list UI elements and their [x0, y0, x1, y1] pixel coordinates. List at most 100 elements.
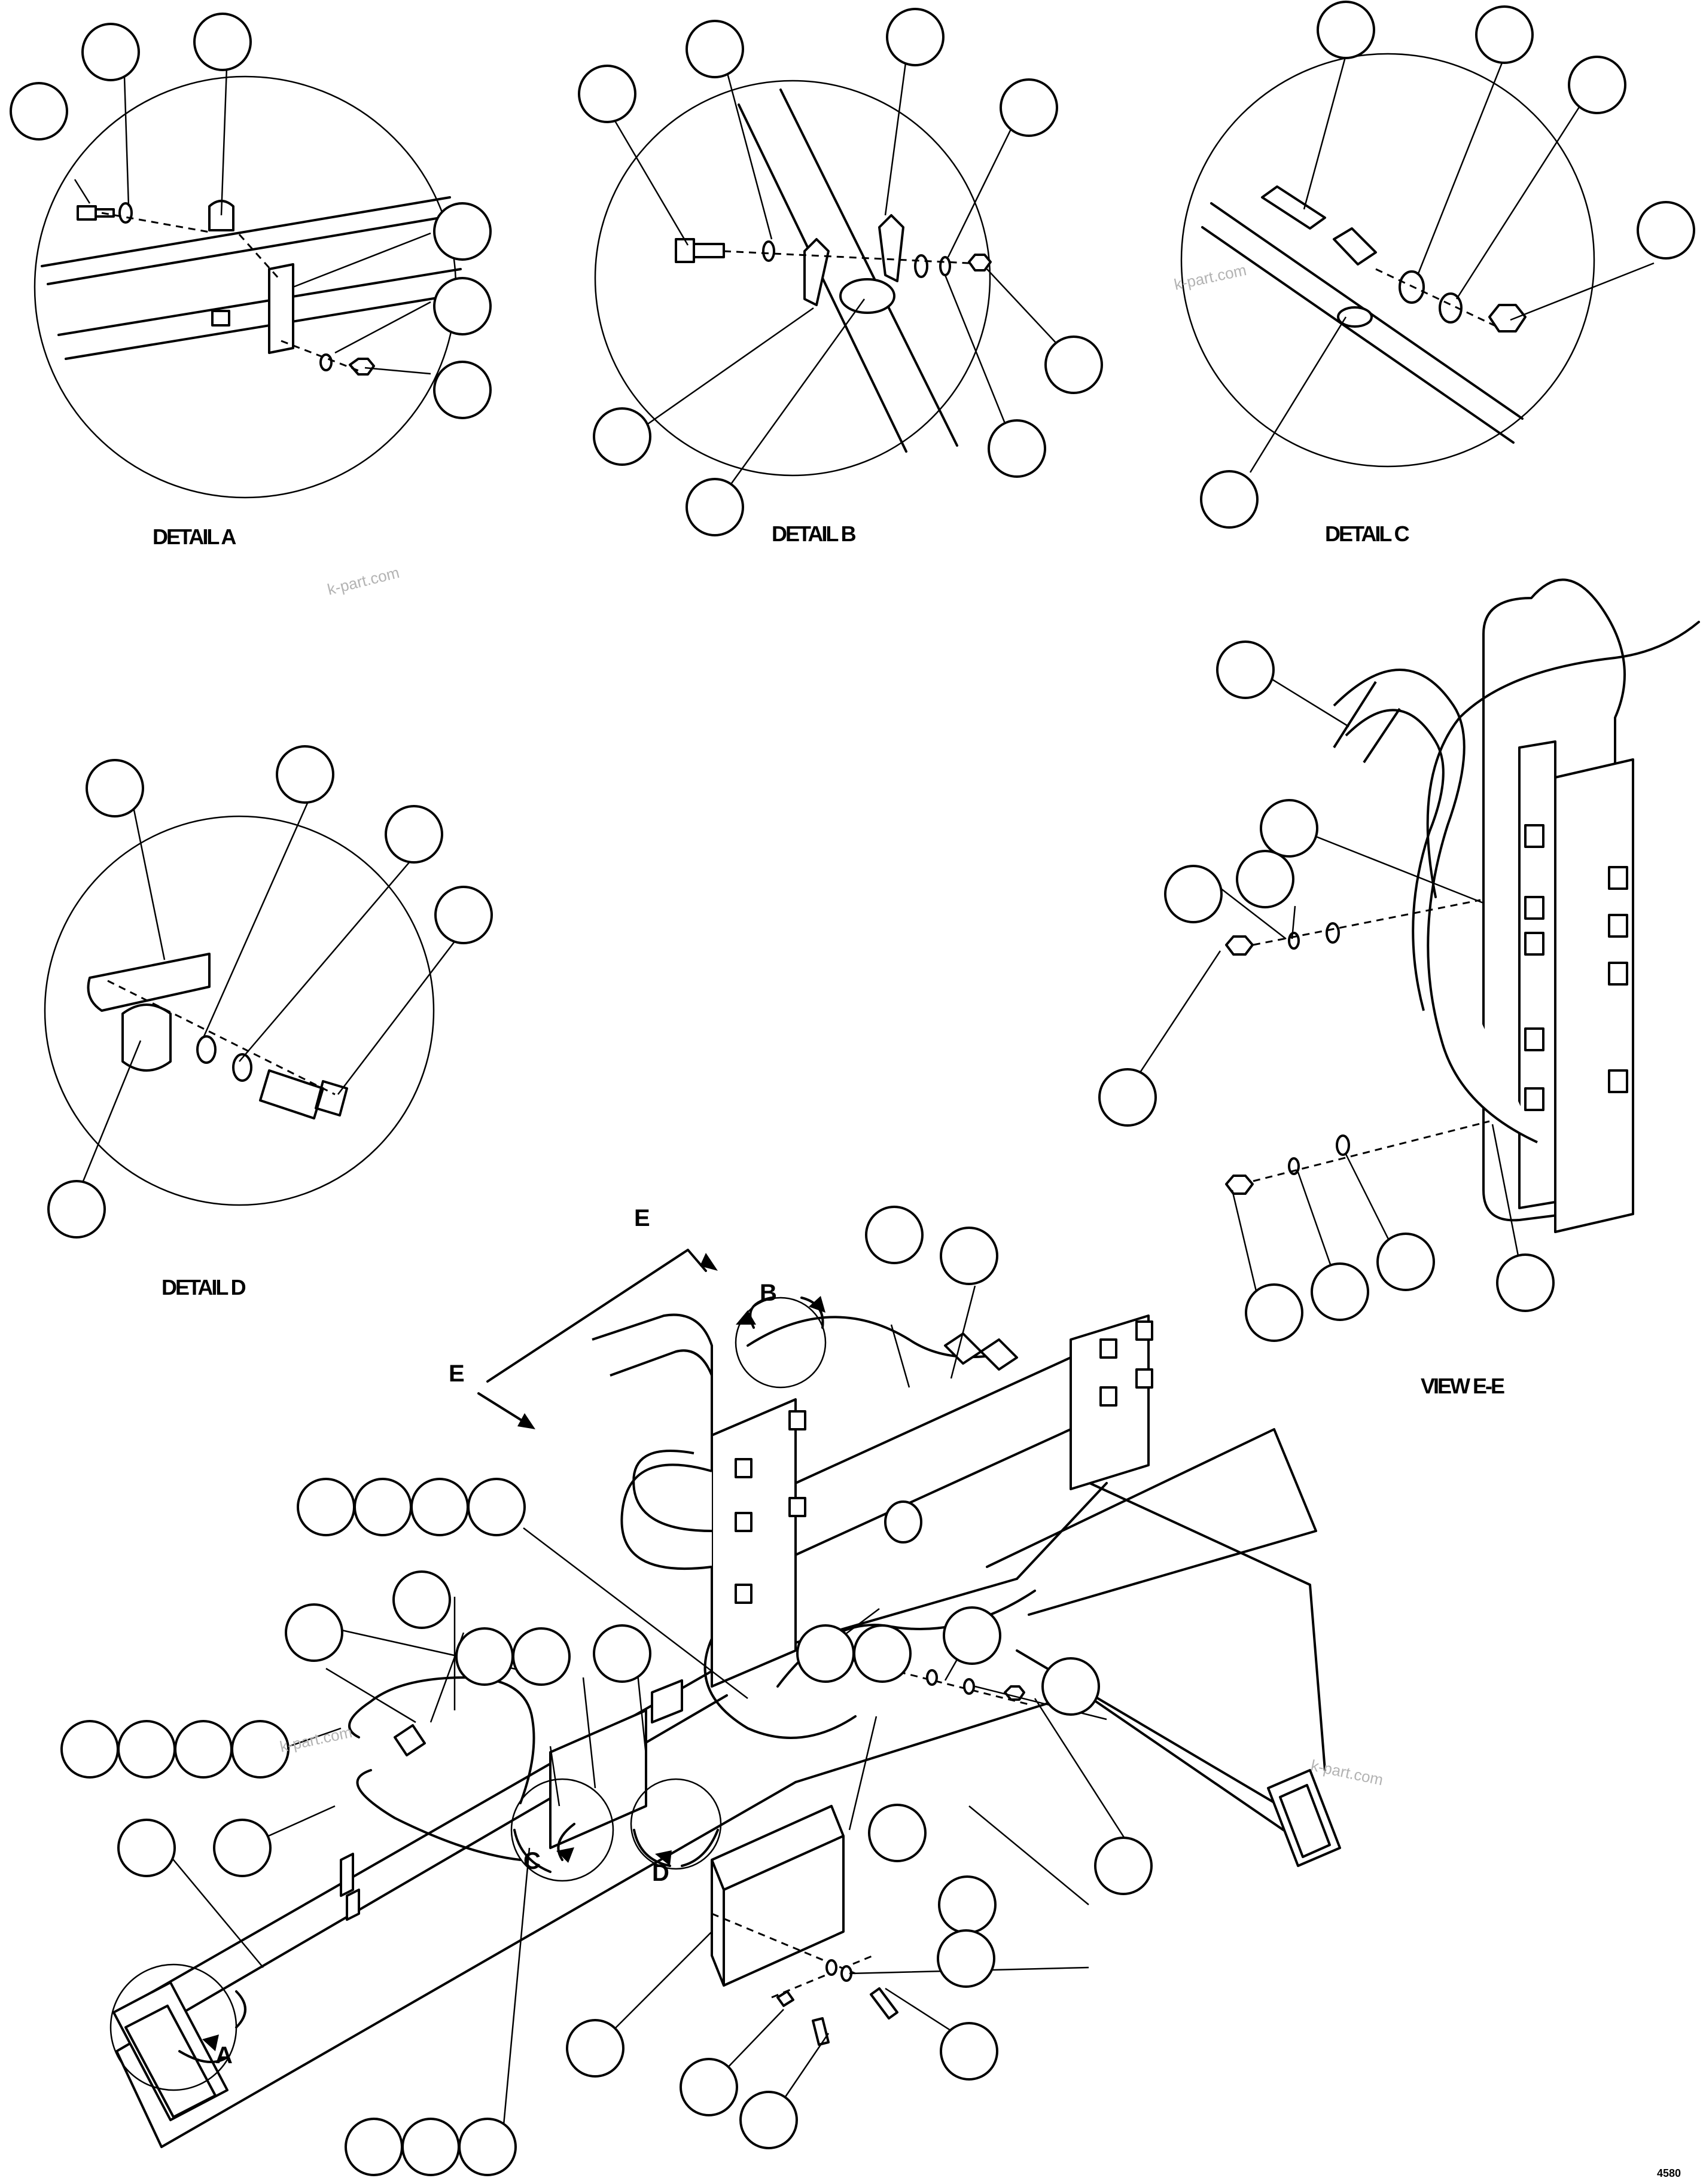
mount-plate-left [711, 1398, 797, 1688]
detail-d-upper-clamp [87, 953, 211, 1012]
callout-circle [1000, 78, 1058, 137]
callout-circle [434, 886, 493, 944]
relay-box [549, 1709, 647, 1849]
detail-a-circle [33, 75, 457, 499]
detail-c-bolt [1261, 185, 1326, 230]
main-assembly: E E B C D A [60, 1205, 1341, 2176]
callout-circle [1568, 56, 1626, 114]
hydraulic-hoses [592, 1313, 713, 1570]
detail-a-arrow [178, 1990, 246, 2063]
callout-circle [47, 1180, 106, 1239]
callout-circle [458, 2118, 517, 2176]
detail-a-label: DETAIL A [153, 524, 236, 549]
document-number: 4580 [1657, 2167, 1681, 2179]
detail-c-lockwasher [1439, 292, 1463, 324]
connector-socket [944, 1332, 1018, 1371]
detail-a-bolt [77, 205, 115, 221]
view-e-wire [1426, 621, 1700, 898]
watermark: k-part.com [1309, 1756, 1385, 1789]
main-detail-b-circle [735, 1297, 827, 1389]
section-letter-e-left: E [449, 1361, 465, 1387]
callout-circle [276, 745, 334, 804]
detail-b-washer [762, 240, 775, 262]
callout-circle [401, 2118, 460, 2176]
view-e-e: VIEW E-E [1098, 578, 1700, 1398]
callout-circle [1041, 1657, 1100, 1716]
callout-circle [796, 1624, 855, 1683]
callout-circle [1094, 1837, 1153, 1895]
callout-circle [467, 1478, 526, 1536]
callout-circle [686, 478, 744, 536]
callout-circle [213, 1819, 272, 1877]
watermark: k-part.com [278, 1723, 354, 1756]
detail-d: DETAIL D [44, 745, 493, 1300]
callout-circle [392, 1570, 451, 1629]
callout-circle [1236, 850, 1294, 908]
callout-circle [1311, 1262, 1369, 1321]
section-letter-e-top: E [634, 1205, 650, 1231]
callout-circle [739, 2091, 798, 2149]
view-e-upper-nut [1225, 935, 1254, 956]
main-frame-tube-end [112, 1981, 229, 2121]
view-e-inner-plate [1518, 740, 1556, 1209]
callout-circle [853, 1624, 912, 1683]
callout-circle [433, 361, 492, 419]
section-letter-d: D [652, 1860, 669, 1886]
callout-circle [1098, 1068, 1157, 1127]
view-e-lower-washer [1336, 1134, 1350, 1156]
callout-circle [1475, 5, 1534, 64]
detail-a-washer [118, 202, 133, 224]
callout-circle [686, 20, 744, 78]
callout-circle [1637, 201, 1695, 260]
callout-circle [433, 202, 492, 261]
callout-circle [593, 1624, 651, 1683]
detail-b-spacer [839, 278, 895, 314]
section-letter-b: B [760, 1280, 777, 1306]
callout-circle [1245, 1283, 1303, 1342]
callout-circle [433, 277, 492, 335]
detail-c-spacer [1337, 306, 1373, 328]
callout-circle [988, 419, 1046, 478]
detail-d-lockwasher [232, 1053, 252, 1082]
detail-a-clip-main [340, 1853, 360, 1921]
main-detail-c-circle [510, 1778, 614, 1882]
detail-b: DETAIL B [578, 8, 1103, 546]
detail-b-flatwasher [914, 254, 928, 278]
mount-plate-plug [884, 1500, 922, 1544]
main-frame-tube [115, 1578, 1084, 2148]
callout-circle [60, 1720, 119, 1779]
callout-circle [868, 1804, 927, 1862]
receiver-tube [986, 1428, 1317, 1837]
callout-circle [410, 1478, 469, 1536]
view-e-bolt-heads [1524, 824, 1628, 1111]
connector-block [651, 1679, 683, 1724]
detail-b-label: DETAIL B [772, 521, 856, 546]
detail-b-lockwasher [939, 256, 951, 276]
view-e-e-label: VIEW E-E [1421, 1374, 1504, 1398]
callout-circle [512, 1627, 571, 1686]
callout-circle [1317, 1, 1375, 59]
callout-circle [937, 1929, 995, 1988]
detail-d-label: DETAIL D [162, 1275, 246, 1300]
detail-a-nut [349, 358, 375, 376]
view-e-pipes [1333, 681, 1401, 764]
callout-circle [354, 1478, 412, 1536]
detail-d-lower-clamp [121, 1003, 172, 1072]
callout-circle [174, 1720, 233, 1779]
callout-circle [86, 759, 144, 818]
callout-circle [455, 1627, 514, 1686]
callout-circle [566, 2019, 624, 2078]
detail-b-clip-left [803, 238, 830, 306]
callout-circle [1260, 799, 1318, 858]
detail-d-circle [44, 815, 435, 1206]
callout-circle [10, 82, 68, 141]
callout-circle [117, 1819, 176, 1877]
detail-c-circle [1180, 53, 1595, 468]
detail-a-stud [211, 310, 230, 327]
main-detail-d-circle [630, 1778, 722, 1870]
callout-circle [285, 1603, 343, 1662]
callout-circle [1164, 865, 1223, 923]
section-arrowheads [202, 1296, 825, 2051]
connector-plug [394, 1724, 426, 1756]
